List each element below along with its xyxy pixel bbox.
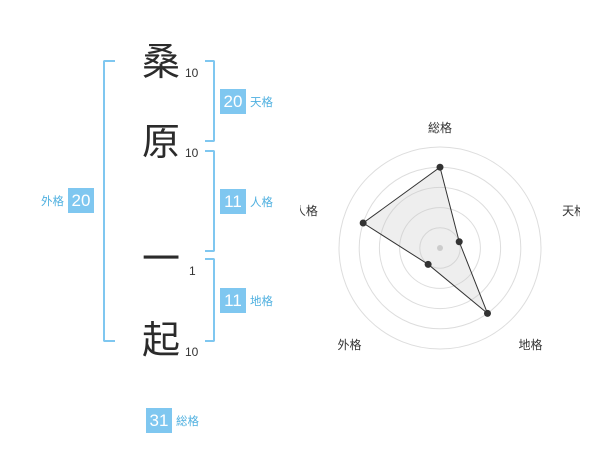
radar-point-2 xyxy=(455,238,463,246)
name-char-4: 起 xyxy=(141,318,180,362)
chikaku-value: 11 xyxy=(220,288,246,313)
stroke-count-4: 10 xyxy=(185,345,199,359)
gaikaku-bracket xyxy=(103,60,115,342)
radar-axis-label-1: 総格 xyxy=(428,120,452,135)
soukaku-badge: 31 総格 xyxy=(146,408,199,433)
stroke-count-3: 1 xyxy=(189,264,196,278)
stroke-count-1: 10 xyxy=(185,66,199,80)
gaikaku-label: 外格 xyxy=(41,193,64,208)
radar-grid xyxy=(338,146,542,350)
jinkaku-bracket xyxy=(205,150,215,252)
radar-axis-label-2: 天格 xyxy=(562,203,580,218)
radar-labels: 総格天格地格 外格 人格 xyxy=(300,120,580,352)
radar-ring xyxy=(419,227,461,269)
name-char-3: 一 xyxy=(141,237,180,281)
soukaku-label: 総格 xyxy=(176,413,199,428)
radar-area xyxy=(362,166,488,314)
tenkaku-bracket xyxy=(205,60,215,142)
radar-axis-label-5: 人格 xyxy=(300,203,318,218)
jinkaku-label: 人格 xyxy=(250,194,273,209)
jinkaku-badge: 11 人格 xyxy=(220,189,273,214)
radar-point-1 xyxy=(436,163,444,171)
radar-chart: 総格天格地格 外格 人格 xyxy=(300,120,580,352)
radar-center-dot xyxy=(437,245,443,251)
chikaku-label: 地格 xyxy=(250,293,273,308)
tenkaku-label: 天格 xyxy=(250,94,273,109)
chikaku-badge: 11 地格 xyxy=(220,288,273,313)
gaikaku-value: 20 xyxy=(68,188,94,213)
stroke-count-2: 10 xyxy=(185,146,199,160)
radar-points xyxy=(359,163,491,317)
jinkaku-value: 11 xyxy=(220,189,246,214)
name-char-2: 原 xyxy=(141,120,180,164)
radar-ring xyxy=(399,207,481,289)
name-char-1: 桑 xyxy=(141,40,180,84)
radar-axis-label-4: 外格 xyxy=(337,337,361,352)
radar-point-3 xyxy=(483,309,491,317)
soukaku-value: 31 xyxy=(146,408,172,433)
radar-ring xyxy=(378,186,502,310)
radar-point-5 xyxy=(359,219,367,227)
chikaku-bracket xyxy=(205,258,215,342)
tenkaku-value: 20 xyxy=(220,89,246,114)
tenkaku-badge: 20 天格 xyxy=(220,89,273,114)
radar-point-4 xyxy=(424,260,432,268)
radar-axis-label-3: 地格 xyxy=(519,337,543,352)
gaikaku-badge: 外格 20 xyxy=(41,188,94,213)
radar-ring xyxy=(338,146,542,350)
